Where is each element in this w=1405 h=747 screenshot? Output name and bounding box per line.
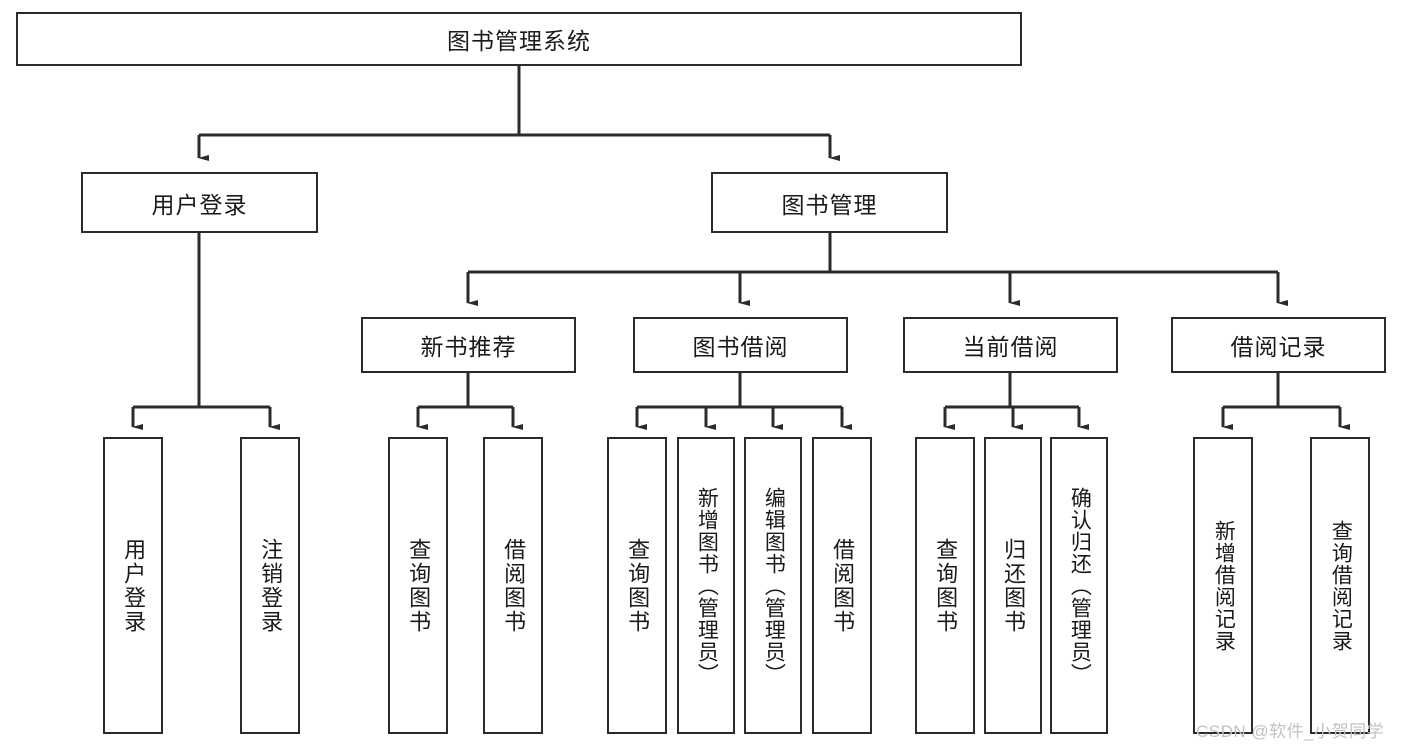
leaf-recommend-borrow-book[interactable]: 借阅图书 — [483, 437, 543, 734]
leaf-user-login-login[interactable]: 用户登录 — [103, 437, 163, 734]
leaf-record-add-record[interactable]: 新增借阅记录 — [1193, 437, 1253, 734]
node-label: 查询图书 — [406, 537, 432, 634]
csdn-watermark: CSDN @软件_小贺同学 — [1196, 717, 1384, 742]
node-label: 用户登录 — [121, 537, 147, 634]
leaf-current-confirm-return[interactable]: 确认归还（管理员） — [1050, 437, 1108, 734]
node-label: 图书管理 — [781, 191, 878, 218]
leaf-record-query-record[interactable]: 查询借阅记录 — [1310, 437, 1370, 734]
node-book-borrow[interactable]: 图书借阅 — [633, 317, 848, 373]
node-user-login[interactable]: 用户登录 — [81, 172, 318, 233]
node-label: 查询图书 — [625, 537, 651, 634]
leaf-current-return-book[interactable]: 归还图书 — [984, 437, 1042, 734]
node-label: 借阅记录 — [1230, 334, 1327, 360]
node-label: 新增图书（管理员） — [695, 486, 719, 685]
leaf-recommend-query-book[interactable]: 查询图书 — [388, 437, 448, 734]
node-book-management[interactable]: 图书管理 — [711, 172, 948, 233]
node-label: 当前借阅 — [962, 334, 1059, 360]
node-label: 图书借阅 — [692, 334, 789, 360]
node-label: 用户登录 — [151, 191, 248, 218]
leaf-borrow-edit-book[interactable]: 编辑图书（管理员） — [744, 437, 802, 734]
node-label: 新增借阅记录 — [1212, 519, 1236, 652]
watermark-text: CSDN @软件_小贺同学 — [1196, 722, 1385, 741]
node-label: 查询图书 — [933, 537, 959, 634]
node-label: 查询借阅记录 — [1329, 519, 1353, 652]
node-label: 图书管理系统 — [447, 28, 591, 54]
node-label: 编辑图书（管理员） — [762, 486, 786, 685]
node-label: 新书推荐 — [420, 334, 517, 360]
node-root-system[interactable]: 图书管理系统 — [16, 12, 1022, 66]
leaf-borrow-borrow-book[interactable]: 借阅图书 — [812, 437, 872, 734]
leaf-current-query-book[interactable]: 查询图书 — [915, 437, 975, 734]
node-label: 借阅图书 — [501, 537, 527, 634]
node-current-borrow[interactable]: 当前借阅 — [903, 317, 1118, 373]
node-label: 确认归还（管理员） — [1068, 486, 1092, 685]
node-label: 归还图书 — [1001, 537, 1027, 634]
leaf-borrow-query-book[interactable]: 查询图书 — [607, 437, 667, 734]
leaf-borrow-add-book[interactable]: 新增图书（管理员） — [677, 437, 735, 734]
node-new-book-recommend[interactable]: 新书推荐 — [361, 317, 576, 373]
node-borrow-record[interactable]: 借阅记录 — [1171, 317, 1386, 373]
node-label: 注销登录 — [258, 537, 284, 634]
leaf-user-login-logout[interactable]: 注销登录 — [240, 437, 300, 734]
node-label: 借阅图书 — [830, 537, 856, 634]
